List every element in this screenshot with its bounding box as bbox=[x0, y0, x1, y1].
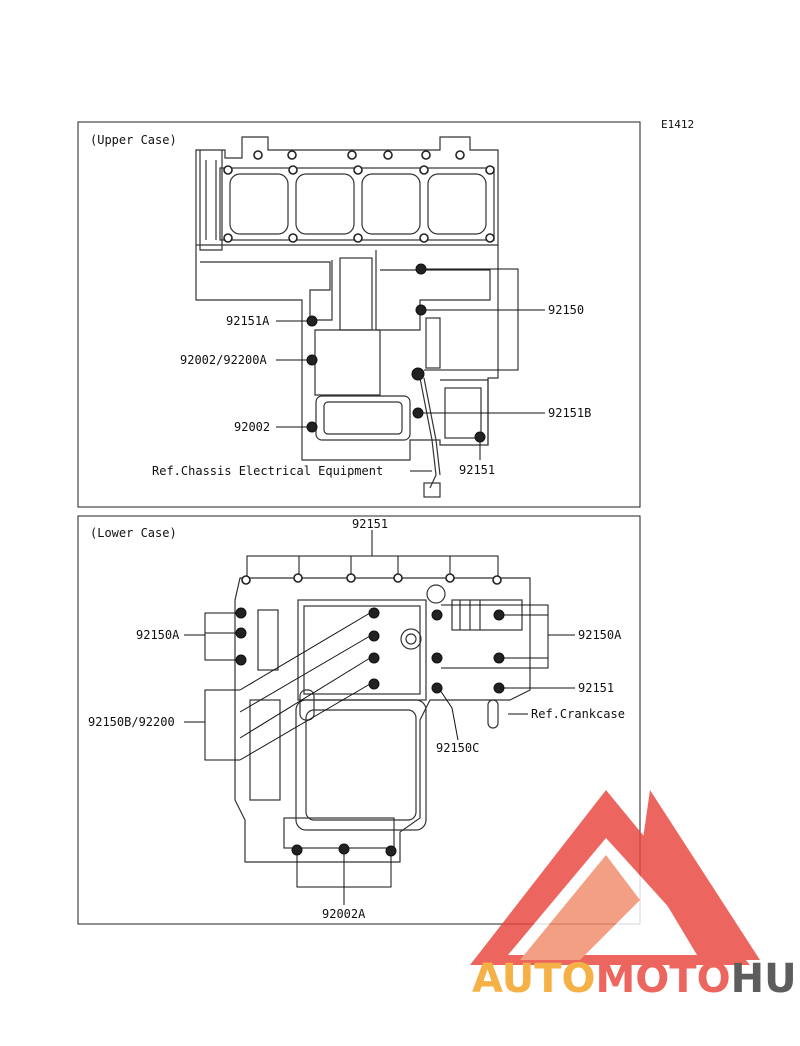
upper-case-panel: (Upper Case) bbox=[77, 121, 641, 508]
label-92151-upper: 92151 bbox=[459, 463, 495, 477]
label-92151B: 92151B bbox=[548, 406, 591, 420]
label-92150: 92150 bbox=[548, 303, 584, 317]
upper-case-frame bbox=[77, 121, 641, 508]
ref-crankcase: Ref.Crankcase bbox=[531, 707, 625, 721]
upper-case-title: (Upper Case) bbox=[90, 133, 177, 147]
label-92150A-right: 92150A bbox=[578, 628, 622, 642]
watermark-logo: AUTOMOTOHUB bbox=[470, 790, 800, 1002]
watermark-moto: MOTO bbox=[596, 956, 731, 1002]
label-92150A-left: 92150A bbox=[136, 628, 180, 642]
label-92151-lower-right: 92151 bbox=[578, 681, 614, 695]
label-92151-lower-top: 92151 bbox=[352, 517, 388, 531]
label-92151A: 92151A bbox=[226, 314, 270, 328]
label-92150C: 92150C bbox=[436, 741, 479, 755]
label-92150B-92200: 92150B/92200 bbox=[88, 715, 175, 729]
lower-leader-lines bbox=[184, 530, 575, 905]
svg-text:AUTOMOTOHUB: AUTOMOTOHUB bbox=[472, 956, 800, 1002]
lower-case-title: (Lower Case) bbox=[90, 526, 177, 540]
lower-case-panel: (Lower Case) bbox=[77, 515, 641, 925]
watermark-hub: HUB bbox=[731, 956, 800, 1002]
ref-chassis-electrical: Ref.Chassis Electrical Equipment bbox=[152, 464, 383, 478]
triangle-logo-icon bbox=[470, 790, 760, 965]
upper-case-illustration bbox=[195, 136, 499, 498]
upper-leader-lines bbox=[276, 268, 545, 472]
diagram-code: E1412 bbox=[661, 118, 694, 131]
watermark-auto: AUTO bbox=[472, 956, 596, 1002]
label-92002-92200A: 92002/92200A bbox=[180, 353, 267, 367]
lower-case-frame bbox=[77, 515, 641, 925]
lower-case-illustration bbox=[234, 573, 531, 863]
label-92002A: 92002A bbox=[322, 907, 366, 921]
label-92002: 92002 bbox=[234, 420, 270, 434]
